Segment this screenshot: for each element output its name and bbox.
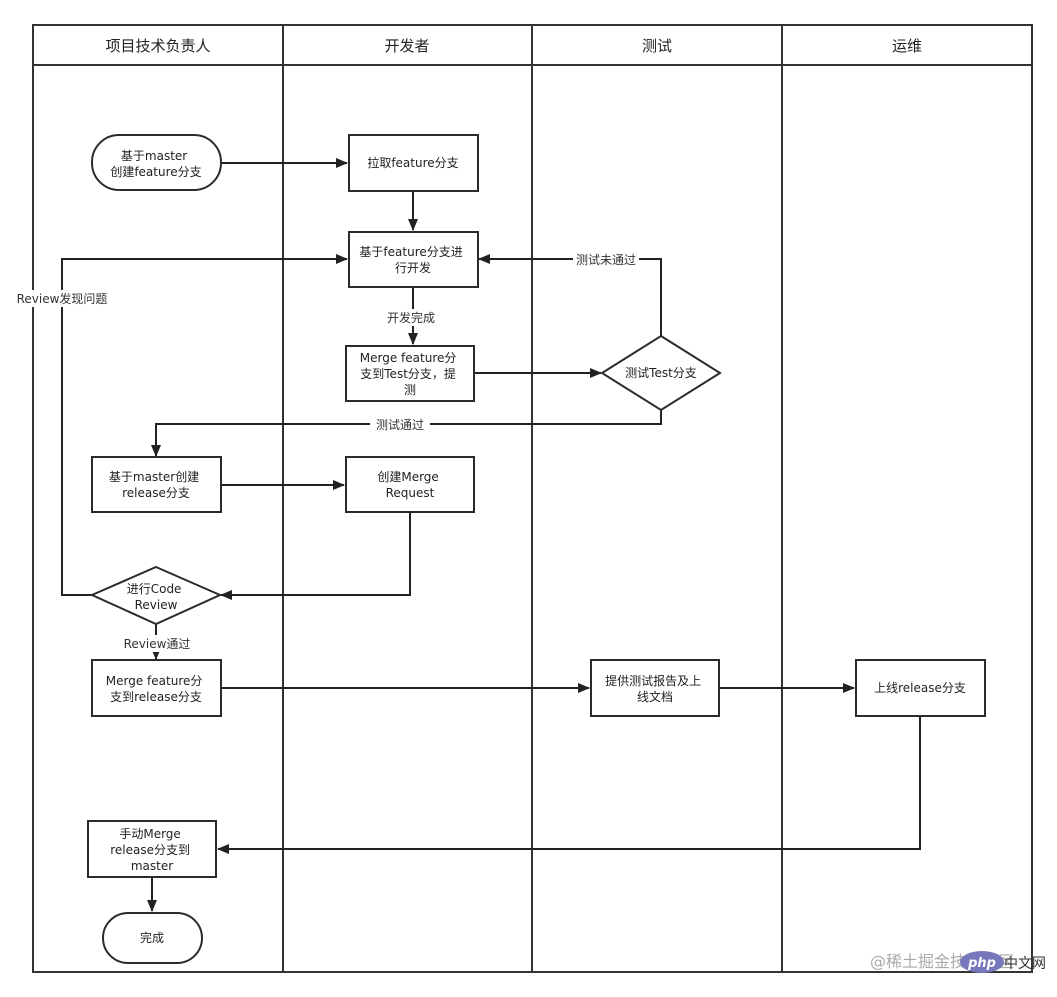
node-test-branch	[600, 334, 722, 412]
node-start	[91, 134, 222, 191]
node-create-release	[91, 456, 222, 513]
edge-label-bg	[573, 251, 639, 268]
node-pull-feature	[348, 134, 479, 192]
node-create-mr	[345, 456, 475, 513]
node-test-branch-label: 测试Test分支	[625, 365, 697, 380]
node-start-label: 基于master 创建feature分支	[110, 149, 201, 179]
node-end	[102, 912, 203, 964]
node-go-live	[855, 659, 986, 717]
edge-review-issue	[61, 254, 348, 596]
lane-title-lead: 项目技术负责人	[105, 37, 210, 55]
node-merge-test	[345, 345, 475, 402]
watermark-site: 中文网	[1004, 956, 1046, 972]
node-code-review	[89, 565, 223, 626]
node-test-report-label: 提供测试报告及上 线文档	[605, 673, 705, 704]
edge-label-test-passed: 测试通过	[376, 417, 424, 432]
edge-label-bg	[370, 416, 430, 433]
php-logo-text: php	[967, 956, 996, 971]
edge-label-test-failed: 测试未通过	[576, 252, 636, 267]
node-manual-merge	[87, 820, 217, 878]
php-logo-badge	[960, 951, 1004, 973]
node-end-label: 完成	[140, 930, 164, 945]
node-pull-feature-label: 拉取feature分支	[367, 155, 458, 170]
node-develop-label: 基于feature分支进 行开发	[359, 245, 466, 275]
edge-mr-to-review	[220, 512, 411, 600]
node-merge-release	[91, 659, 222, 717]
node-go-live-label: 上线release分支	[874, 681, 966, 695]
node-code-review-label: 进行Code Review	[127, 582, 186, 612]
node-create-mr-label: 创建Merge Request	[377, 470, 442, 500]
lane-title-dev: 开发者	[384, 37, 429, 55]
node-merge-test-label: Merge feature分 支到Test分支，提 测	[360, 351, 460, 397]
node-test-report	[590, 659, 720, 717]
node-develop	[348, 231, 479, 288]
edge-label-review-passed: Review通过	[124, 637, 191, 651]
edge-test-failed	[478, 254, 662, 336]
edge-label-bg	[12, 290, 112, 307]
edge-label-bg	[382, 309, 440, 326]
node-manual-merge-label: 手动Merge release分支到 master	[110, 827, 194, 873]
lane-title-test: 测试	[642, 37, 672, 55]
node-merge-release-label: Merge feature分 支到release分支	[106, 674, 206, 704]
edge-live-to-manual-merge	[217, 716, 921, 854]
lane-title-ops: 运维	[892, 37, 922, 55]
edge-label-review-issue: Review发现问题	[17, 291, 108, 306]
edge-label-dev-done: 开发完成	[387, 310, 435, 325]
edge-label-bg	[118, 635, 196, 652]
node-create-release-label: 基于master创建 release分支	[109, 470, 203, 500]
